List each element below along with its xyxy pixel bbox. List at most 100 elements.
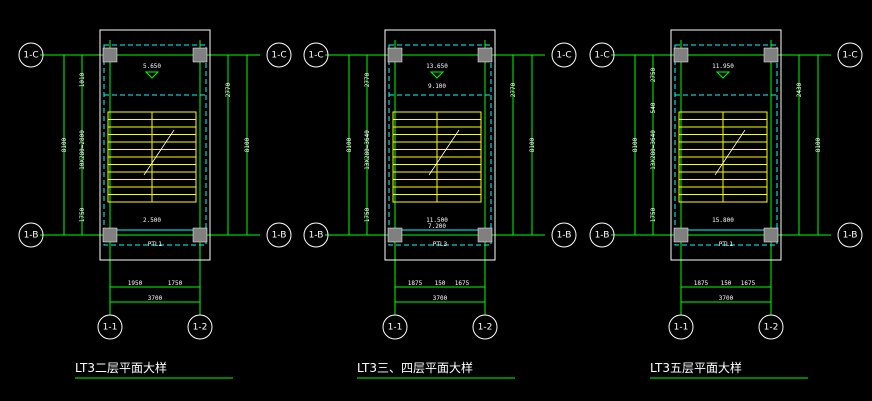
column-2: [192, 47, 208, 63]
column-1: [102, 47, 118, 63]
dim-left-total: 8100: [632, 137, 639, 152]
dim-bottom-1: 150: [721, 280, 732, 287]
column-1: [387, 47, 403, 63]
dim-bottom-total: 3700: [433, 295, 448, 302]
axis-label-axis_right: 1-2: [478, 323, 493, 333]
stair-outline: [99, 29, 211, 261]
stair-flight: [107, 111, 197, 203]
dim-left-0: 2750: [650, 67, 657, 82]
axis-label-axis_bottom-right: 1-B: [557, 231, 572, 241]
dim-bottom-1: 150: [435, 280, 446, 287]
dim-bottom-0: 1875: [408, 280, 423, 287]
axis-bubble-axis_top-right: [266, 42, 292, 68]
column-2: [763, 47, 779, 63]
bottom-level-text: 2.500: [143, 217, 161, 224]
dim-right: 2770: [225, 82, 232, 97]
stair-arrow: [143, 129, 175, 176]
plan-title: LT3五层平面大样: [650, 360, 742, 375]
axis-label-axis_bottom-left: 1-B: [595, 231, 610, 241]
axis-bubble-axis_left: [382, 314, 408, 340]
axis-label-axis_bottom-right: 1-B: [843, 231, 858, 241]
bottom-level-text: 15.800: [712, 217, 734, 224]
axis-bubble-axis_right: [758, 314, 784, 340]
axis-bubble-axis_top-right: [837, 42, 863, 68]
dim-right: 2770: [510, 82, 517, 97]
axis-bubble-axis_top-left: [18, 42, 44, 68]
stair-outline: [670, 29, 782, 261]
dim-bottom-0: 1950: [128, 280, 143, 287]
top-level-text: 5.650: [143, 63, 161, 70]
plan-title: LT3三、四层平面大样: [357, 360, 473, 375]
plan-title: LT3二层平面大样: [75, 360, 167, 375]
top-level-text: 13.650: [426, 63, 448, 70]
dim-left-0: 2770: [364, 72, 371, 87]
stair-flight: [678, 111, 768, 203]
dim-left-1: 13X280=3640: [364, 130, 371, 170]
stair-flight: [392, 111, 482, 203]
dim-right-total: 8100: [815, 137, 822, 152]
axis-label-axis_bottom-right: 1-B: [272, 231, 287, 241]
column-3: [102, 227, 118, 243]
axis-bubble-axis_bottom-left: [18, 222, 44, 248]
dim-right-total: 8100: [529, 137, 536, 152]
level-mark-top: [144, 71, 160, 79]
dim-left-2: 1750: [364, 207, 371, 222]
column-4: [192, 227, 208, 243]
axis-bubble-axis_right: [187, 314, 213, 340]
dim-left-total: 8100: [346, 137, 353, 152]
top-level-text: 11.950: [712, 63, 734, 70]
dim-left-3: 1750: [650, 207, 657, 222]
level-mark-top: [429, 71, 445, 79]
dim-bottom-2: 1675: [741, 280, 756, 287]
axis-label-axis_bottom-left: 1-B: [309, 231, 324, 241]
dim-left-1: 10X280=2800: [79, 130, 86, 170]
stair-outline: [384, 29, 496, 261]
axis-label-axis_bottom-left: 1-B: [24, 231, 39, 241]
column-3: [673, 227, 689, 243]
column-4: [477, 227, 493, 243]
dim-right-total: 8100: [244, 137, 251, 152]
axis-label-axis_left: 1-1: [674, 323, 689, 333]
axis-label-axis_top-left: 1-C: [23, 51, 38, 61]
axis-label-axis_left: 1-1: [388, 323, 403, 333]
axis-label-axis_right: 1-2: [764, 323, 779, 333]
dim-left-total: 8100: [61, 137, 68, 152]
axis-bubble-axis_left: [668, 314, 694, 340]
dim-bottom-total: 3700: [719, 295, 734, 302]
dim-left-2: 1750: [79, 207, 86, 222]
axis-label-axis_top-left: 1-C: [594, 51, 609, 61]
axis-label-axis_right: 1-2: [193, 323, 208, 333]
axis-label-axis_left: 1-1: [103, 323, 118, 333]
wall-dashed: [388, 44, 492, 246]
beam-label: PTL1: [719, 241, 734, 248]
wall-dashed: [674, 44, 778, 246]
dim-bottom-2: 1675: [455, 280, 470, 287]
column-2: [477, 47, 493, 63]
dim-bottom-total: 3700: [148, 295, 163, 302]
dim-bottom-1: 1750: [168, 280, 183, 287]
axis-bubble-axis_bottom-left: [303, 222, 329, 248]
beam-label: PTL3: [433, 241, 448, 248]
axis-bubble-axis_bottom-left: [589, 222, 615, 248]
axis-label-axis_top-right: 1-C: [842, 51, 857, 61]
top-level-text-2: 9.100: [428, 83, 446, 90]
axis-bubble-axis_bottom-right: [266, 222, 292, 248]
dim-left-0: 1010: [79, 72, 86, 87]
axis-bubble-axis_top-right: [551, 42, 577, 68]
column-3: [387, 227, 403, 243]
level-mark-top: [715, 71, 731, 79]
axis-bubble-axis_top-left: [303, 42, 329, 68]
axis-bubble-axis_right: [472, 314, 498, 340]
dim-bottom-0: 1875: [694, 280, 709, 287]
column-4: [763, 227, 779, 243]
dim-left-1: 540: [650, 102, 657, 113]
bottom-level-text: 11.500: [426, 217, 448, 224]
axis-bubble-axis_left: [97, 314, 123, 340]
axis-bubble-axis_bottom-right: [837, 222, 863, 248]
column-1: [673, 47, 689, 63]
dim-left-2: 13X280=3640: [650, 130, 657, 170]
axis-label-axis_top-right: 1-C: [556, 51, 571, 61]
